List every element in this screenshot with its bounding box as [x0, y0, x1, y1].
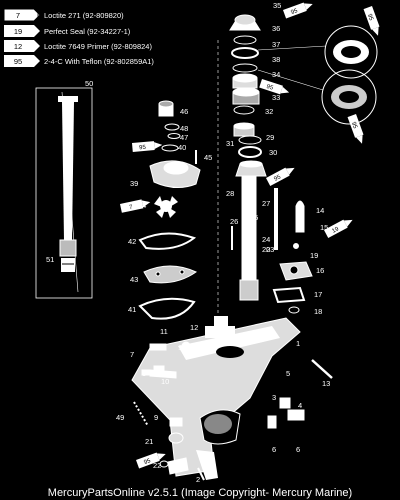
callout-42: 42 [128, 237, 136, 246]
callout-10: 10 [178, 343, 186, 352]
callout-32: 32 [265, 107, 273, 116]
shift-shaft-parts [231, 175, 313, 314]
tag-95: 95 [259, 79, 290, 95]
legend-row-loctite-primer: 12 Loctite 7649 Primer (92-809824) [4, 40, 152, 52]
callout-35: 35 [273, 1, 281, 10]
tag-19: 19 [324, 219, 353, 238]
callout-31: 31 [226, 139, 234, 148]
callout-29: 29 [266, 133, 274, 142]
callout-48: 48 [180, 124, 188, 133]
callout-25: 25 [250, 213, 258, 222]
callout-17: 17 [314, 290, 322, 299]
tag-label: 95 [290, 8, 299, 16]
tag-95: 95 [266, 167, 295, 186]
callout-27: 27 [262, 199, 270, 208]
callout-6: 6 [272, 445, 276, 454]
legend-label: Loctite 271 (92-809820) [44, 11, 124, 20]
callout-30: 30 [269, 148, 277, 157]
tag-95: 95 [132, 141, 163, 152]
callout-24: 24 [262, 235, 270, 244]
legend-label: Loctite 7649 Primer (92-809824) [44, 42, 152, 51]
bearing-seal-stack [229, 14, 267, 177]
callout-19: 19 [310, 251, 318, 260]
callout-22: 22 [153, 461, 161, 470]
callout-23: 23 [266, 245, 274, 254]
callout-7: 7 [130, 350, 134, 359]
callout-14: 14 [316, 206, 324, 215]
callout-26: 26 [230, 217, 238, 226]
legend-code: 95 [14, 57, 22, 66]
callout-4: 4 [298, 401, 302, 410]
tag-label: 95 [366, 13, 374, 22]
legend-row-loctite-271: 7 Loctite 271 (92-809820) [3, 8, 124, 22]
callout-34: 34 [272, 70, 280, 79]
image-copyright-footer: MercuryPartsOnline v2.5.1 (Image Copyrig… [47, 487, 353, 499]
callout-9: 9 [154, 413, 158, 422]
legend-label: Perfect Seal (92-34227-1) [44, 27, 131, 36]
tag-label: 19 [331, 226, 340, 235]
callout-46: 46 [180, 107, 188, 116]
callout-47: 47 [180, 133, 188, 142]
legend-code: 7 [16, 11, 20, 20]
callout-12: 12 [190, 323, 198, 332]
tag-label: 95 [266, 84, 275, 92]
callout-38: 38 [272, 55, 280, 64]
tag-95: 95 [347, 114, 364, 144]
seal-detail-callouts [257, 25, 378, 125]
callout-41: 41 [128, 305, 136, 314]
legend-row-2-4-c: 95 2-4-C With Teflon (92-802859A1) [4, 55, 154, 67]
callout-10b: 10 [161, 377, 169, 386]
callout-16: 16 [316, 266, 324, 275]
lower-small-parts [133, 341, 333, 481]
callout-51: 51 [46, 255, 54, 264]
callout-49: 49 [116, 413, 124, 422]
tag-label: 95 [273, 174, 282, 183]
callout-40: 40 [178, 143, 186, 152]
callout-37: 37 [272, 40, 280, 49]
legend-label: 2-4-C With Teflon (92-802859A1) [44, 57, 154, 66]
tag-7: 7 [120, 199, 151, 213]
callout-39: 39 [130, 179, 138, 188]
callout-13: 13 [322, 379, 330, 388]
callout-3: 3 [272, 393, 276, 402]
tag-95: 95 [136, 452, 166, 469]
sealant-tags: 95 95 95 95 95 95 7 19 [120, 2, 380, 469]
callout-33: 33 [272, 93, 280, 102]
legend-code: 12 [14, 42, 22, 51]
driveshaft-assembly [35, 87, 93, 299]
sealant-legend: 7 Loctite 271 (92-809820) 19 Perfect Sea… [3, 8, 154, 67]
water-pump-parts [138, 40, 219, 330]
callout-43: 43 [130, 275, 138, 284]
callout-44: 44 [138, 201, 146, 210]
callout-21: 21 [145, 437, 153, 446]
callout-18: 18 [314, 307, 322, 316]
callout-11: 11 [160, 327, 168, 336]
tag-label: 7 [129, 204, 134, 211]
callout-2: 2 [196, 475, 200, 484]
callout-20: 20 [262, 245, 270, 254]
callout-6b: 6 [296, 445, 300, 454]
tag-label: 95 [139, 145, 147, 152]
callout-5: 5 [286, 369, 290, 378]
callout-50: 50 [85, 79, 93, 88]
tag-95: 95 [283, 2, 313, 19]
callout-8: 8 [142, 369, 146, 378]
callout-36: 36 [272, 24, 280, 33]
tag-95: 95 [363, 6, 380, 36]
tag-label: 95 [350, 121, 358, 130]
legend-row-perfect-seal: 19 Perfect Seal (92-34227-1) [4, 25, 131, 37]
tag-label: 95 [143, 458, 152, 466]
callout-15: 15 [320, 223, 328, 232]
callout-45: 45 [204, 153, 212, 162]
callout-1: 1 [296, 339, 300, 348]
callout-28: 28 [226, 189, 234, 198]
callout-numbers: 50 51 35 36 37 38 34 33 32 29 30 31 28 2… [46, 1, 330, 484]
legend-code: 19 [14, 27, 22, 36]
